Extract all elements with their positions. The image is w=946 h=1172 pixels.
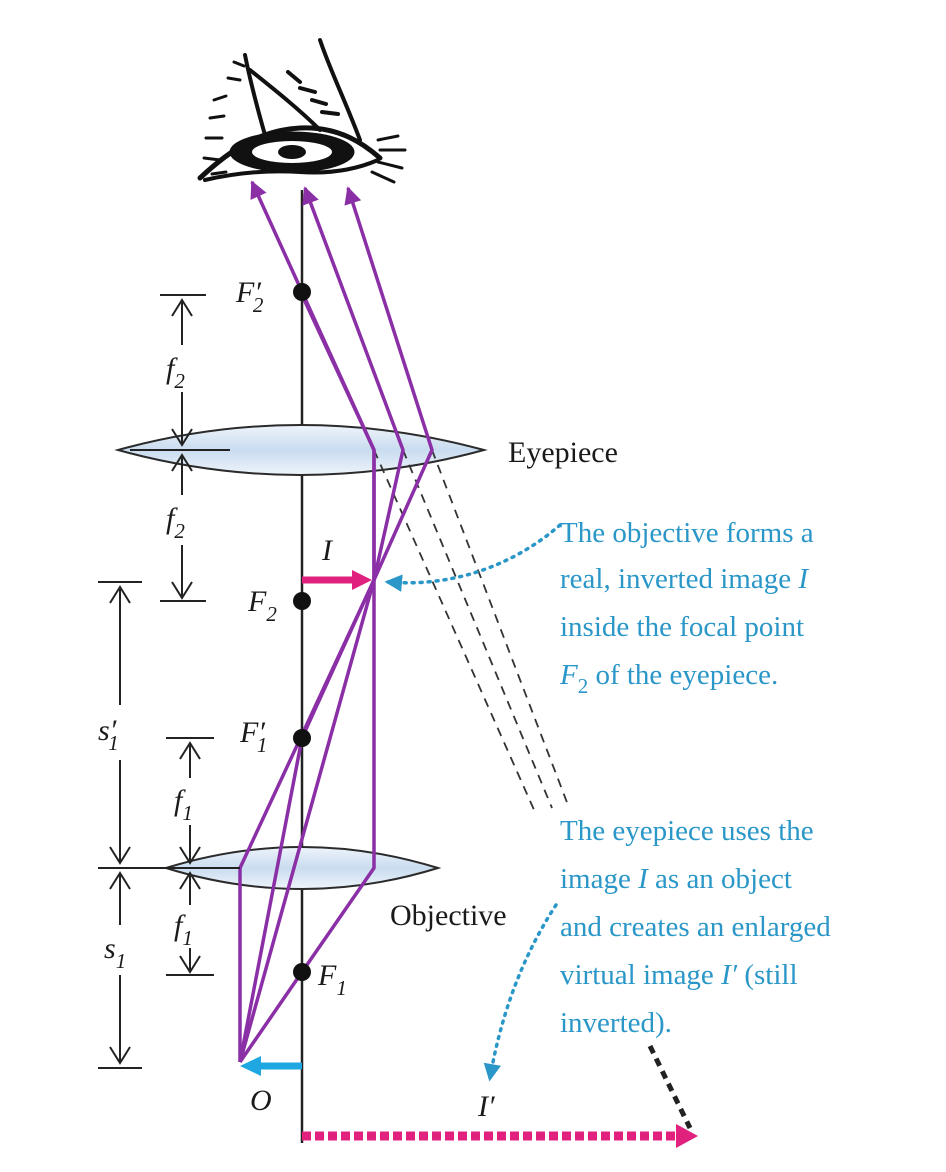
image-I-prime-arrow (302, 1124, 698, 1148)
caption-eyepiece: The eyepiece uses the image I as an obje… (560, 815, 831, 1039)
callout-objective-pointer (384, 523, 562, 592)
callout-eyepiece-pointer (483, 903, 558, 1082)
svg-text:inverted).: inverted). (560, 1007, 672, 1039)
dimension-lines (98, 294, 240, 1069)
svg-text:The objective forms a: The objective forms a (560, 517, 814, 549)
object-O-arrow (240, 1056, 302, 1076)
label-eyepiece: Eyepiece (508, 436, 618, 469)
svg-text:The eyepiece uses the: The eyepiece uses the (560, 815, 814, 847)
focal-point-F1 (293, 963, 311, 981)
svg-text:and creates an enlarged: and creates an enlarged (560, 911, 831, 943)
eye-icon (197, 38, 407, 184)
focal-points (293, 283, 311, 981)
image-I-arrow (302, 570, 372, 590)
svg-text:real, inverted image I: real, inverted image I (560, 563, 809, 595)
eyepiece-lens (114, 424, 488, 476)
label-f2-lower: f2 (166, 502, 185, 543)
image-pointer-dash (647, 1044, 693, 1130)
light-rays (238, 180, 434, 1063)
svg-text:image I as an object: image I as an object (560, 863, 792, 895)
label-s1: s1 (104, 932, 126, 973)
label-f1-upper: f1 (174, 784, 193, 825)
caption-objective: The objective forms a real, inverted ima… (559, 517, 814, 698)
label-f2-upper: f2 (166, 352, 185, 393)
label-I-prime: I′ (477, 1090, 495, 1123)
svg-text:virtual image I′ (still: virtual image I′ (still (560, 959, 798, 991)
focal-point-F2 (293, 592, 311, 610)
focal-point-F1-prime (293, 729, 311, 747)
label-O: O (250, 1084, 272, 1117)
label-F2: F2 (247, 585, 277, 626)
label-objective: Objective (390, 899, 507, 932)
label-F1: F1 (317, 959, 347, 1000)
label-f1-lower: f1 (174, 909, 193, 950)
label-F2-prime: F′2 (235, 276, 264, 317)
label-s1-prime: s′1 (98, 714, 119, 755)
svg-text:inside the focal point: inside the focal point (560, 611, 804, 643)
label-I: I (321, 534, 334, 567)
svg-text:F2 of the eyepiece.: F2 of the eyepiece. (559, 659, 778, 698)
virtual-ray-extensions (373, 449, 569, 813)
label-F1-prime: F′1 (239, 716, 267, 757)
focal-point-F2-prime (293, 283, 311, 301)
objective-lens (162, 846, 442, 890)
